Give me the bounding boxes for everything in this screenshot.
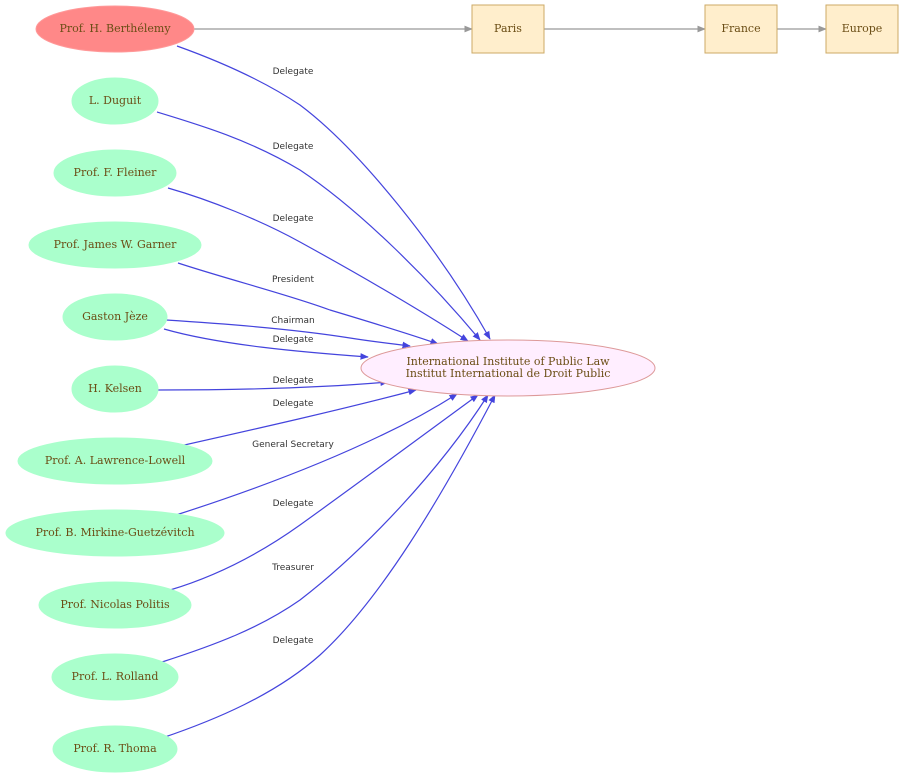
edge-garner-org: [177, 262, 439, 345]
edge-politis-org: [169, 394, 479, 591]
edge-label-politis: Delegate: [273, 499, 314, 509]
person-label: Prof. R. Thoma: [73, 742, 157, 755]
person-label: Prof. James W. Garner: [54, 238, 178, 251]
person-node-thoma[interactable]: Prof. R. Thoma: [52, 725, 178, 773]
person-node-kelsen[interactable]: H. Kelsen: [71, 365, 159, 413]
edge-label-thoma: Delegate: [273, 636, 314, 646]
edge-label-rolland: Treasurer: [271, 563, 314, 573]
person-label: Prof. F. Fleiner: [74, 166, 158, 179]
edge-label-jeze-chairman: Chairman: [271, 316, 315, 326]
edge-label-garner: President: [272, 275, 314, 285]
person-label: Prof. H. Berthélemy: [59, 22, 171, 35]
edge-label-lawrence: Delegate: [273, 399, 314, 409]
place-node-europe[interactable]: Europe: [825, 4, 899, 54]
organization-name-en: International Institute of Public Law: [406, 355, 610, 368]
edge-label-mirkine: General Secretary: [252, 440, 334, 450]
edge-jeze-org-chairman: [165, 319, 411, 349]
edge-jeze-org-delegate: [163, 328, 369, 360]
person-node-fleiner[interactable]: Prof. F. Fleiner: [53, 149, 177, 197]
person-node-berthelemy[interactable]: Prof. H. Berthélemy: [35, 5, 195, 53]
edge-label-jeze-delegate: Delegate: [273, 335, 314, 345]
edge-duguit-org: [156, 111, 481, 341]
person-label: H. Kelsen: [88, 382, 142, 395]
person-label: Prof. Nicolas Politis: [60, 598, 170, 611]
person-label: Prof. A. Lawrence-Lowell: [45, 454, 186, 467]
edge-label-berthelemy: Delegate: [273, 67, 314, 77]
person-node-mirkine[interactable]: Prof. B. Mirkine-Guetzévitch: [5, 509, 225, 557]
person-node-politis[interactable]: Prof. Nicolas Politis: [38, 581, 192, 629]
edge-berthelemy-org: [176, 45, 491, 340]
person-node-duguit[interactable]: L. Duguit: [71, 77, 159, 125]
person-node-jeze[interactable]: Gaston Jèze: [62, 293, 168, 341]
edge-label-fleiner: Delegate: [273, 214, 314, 224]
person-node-rolland[interactable]: Prof. L. Rolland: [51, 653, 179, 701]
edge-kelsen-org: [157, 379, 389, 391]
organization-node[interactable]: International Institute of Public Law In…: [360, 339, 656, 397]
edge-thoma-org: [161, 394, 496, 739]
person-node-lawrence[interactable]: Prof. A. Lawrence-Lowell: [17, 437, 213, 485]
edge-mirkine-org: [175, 393, 458, 516]
edge-label-kelsen: Delegate: [273, 376, 314, 386]
person-label: Prof. B. Mirkine-Guetzévitch: [35, 526, 194, 539]
edge-lawrence-org: [179, 388, 417, 447]
person-node-garner[interactable]: Prof. James W. Garner: [28, 221, 202, 269]
place-label: Europe: [842, 22, 883, 35]
place-node-paris[interactable]: Paris: [471, 4, 545, 54]
edge-fleiner-org: [167, 187, 469, 342]
person-label: Prof. L. Rolland: [72, 670, 159, 683]
organization-name-fr: Institut International de Droit Public: [406, 367, 611, 380]
edge-rolland-org: [161, 394, 489, 663]
place-label: Paris: [494, 22, 522, 35]
place-node-france[interactable]: France: [704, 4, 778, 54]
place-label: France: [721, 22, 760, 35]
person-label: L. Duguit: [89, 94, 142, 107]
edge-label-duguit: Delegate: [273, 142, 314, 152]
person-label: Gaston Jèze: [82, 310, 148, 323]
